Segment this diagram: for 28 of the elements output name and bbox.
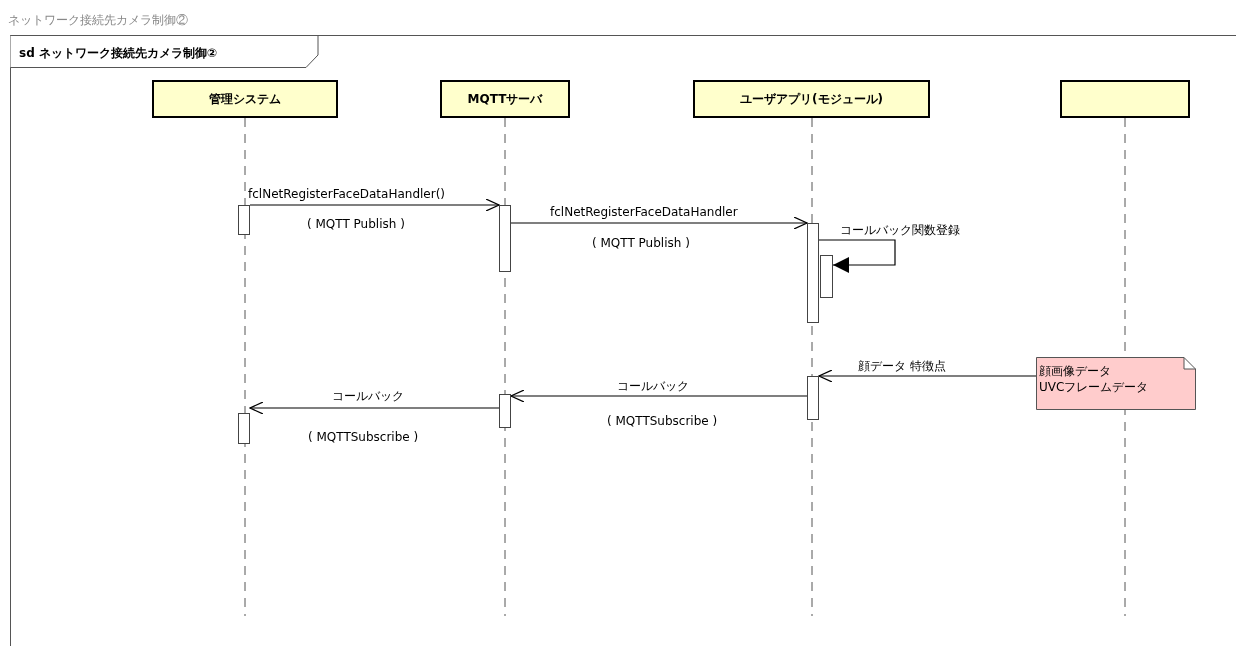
protocol-label: ( MQTTSubscribe )	[306, 430, 421, 444]
message-arrow	[818, 239, 896, 273]
message-label: fclNetRegisterFaceDataHandler	[548, 205, 740, 219]
lifeline-head	[1060, 80, 1190, 118]
message-arrow	[510, 389, 808, 403]
activation-bar	[499, 394, 511, 428]
activation-bar	[238, 413, 250, 444]
message-label: コールバック関数登録	[838, 222, 962, 239]
note: 顔画像データ UVCフレームデータ	[1036, 357, 1196, 410]
message-arrow	[818, 369, 1037, 383]
message-label: 顔データ 特徴点	[856, 358, 948, 375]
frame-label: sd ネットワーク接続先カメラ制御②	[18, 45, 219, 62]
activation-bar	[807, 223, 819, 323]
frame	[10, 35, 1236, 646]
protocol-label: ( MQTT Publish )	[590, 236, 692, 250]
activation-bar	[499, 205, 511, 272]
message-arrow	[249, 198, 500, 212]
message-arrow	[249, 401, 500, 415]
message-arrow	[510, 216, 808, 230]
lifeline-head: MQTTサーバ	[440, 80, 570, 118]
activation-bar	[807, 376, 819, 420]
activation-bar	[238, 205, 250, 235]
protocol-label: ( MQTTSubscribe )	[605, 414, 720, 428]
protocol-label: ( MQTT Publish )	[305, 217, 407, 231]
lifeline-head: ユーザアプリ(モジュール)	[693, 80, 930, 118]
lifeline-head: 管理システム	[152, 80, 338, 118]
activation-bar	[820, 255, 833, 298]
diagram-title: ネットワーク接続先カメラ制御②	[8, 12, 188, 29]
